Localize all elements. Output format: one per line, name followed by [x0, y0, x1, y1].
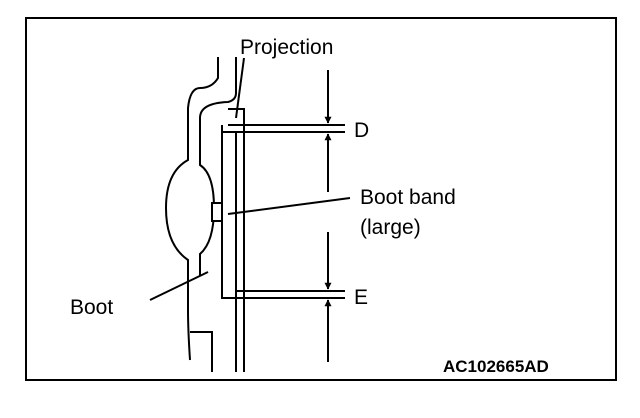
label-boot-band-large: (large) [360, 216, 421, 239]
label-boot-band: Boot band [360, 186, 456, 209]
label-e: E [354, 286, 368, 309]
boot-outline-lower [190, 331, 213, 372]
projection-tab [228, 108, 245, 126]
shaft-wall [221, 125, 237, 299]
leader-boot [149, 271, 209, 301]
label-d: D [354, 119, 369, 142]
boot-outline [164, 57, 219, 361]
figure-code: AC102665AD [443, 357, 549, 376]
shaft-wall-outer [235, 125, 245, 372]
boot-band-clamp [211, 202, 223, 222]
label-boot: Boot [70, 296, 113, 319]
boot-inner-contour [199, 57, 237, 276]
figure-frame [25, 17, 617, 381]
leader-boot-band [227, 197, 351, 215]
leader-projection [235, 57, 245, 119]
label-projection: Projection [240, 36, 333, 59]
